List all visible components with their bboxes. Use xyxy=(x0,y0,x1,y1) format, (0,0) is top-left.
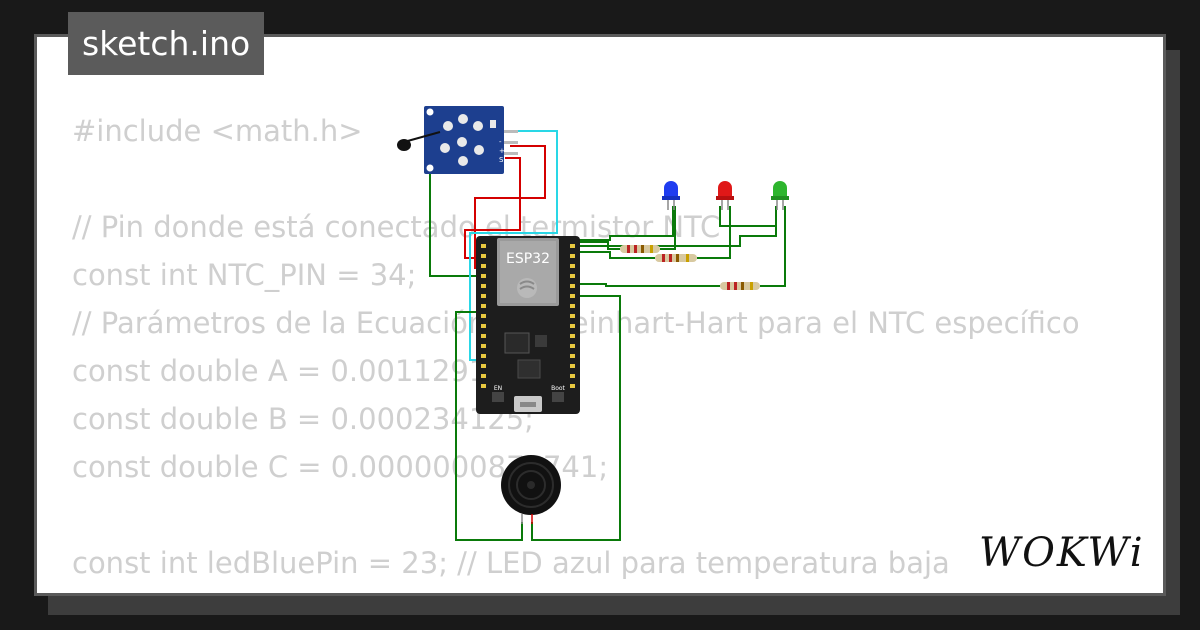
resistor xyxy=(720,282,760,290)
wires xyxy=(429,130,786,541)
wokwi-logo-text: WOKWi xyxy=(979,530,1145,576)
esp32-board: ESP32 EN Boot xyxy=(476,236,580,414)
buzzer xyxy=(501,455,561,524)
sensor-pin-label: - xyxy=(499,138,502,146)
code-line: const int ledBluePin = 23; // LED azul p… xyxy=(72,546,950,580)
wire xyxy=(469,130,558,361)
resistor xyxy=(620,245,660,253)
board-button-label: Boot xyxy=(551,385,565,392)
code-line: const double C = 0.0000000876741; xyxy=(72,450,609,484)
wire xyxy=(697,206,731,259)
wire xyxy=(576,283,720,287)
file-title: sketch.ino xyxy=(68,12,265,75)
wire xyxy=(455,311,523,541)
wokwi-logo: WOKWi xyxy=(979,530,1145,576)
wire xyxy=(576,251,655,259)
code-line: #include <math.h> xyxy=(72,114,363,148)
sensor-pin-label: S xyxy=(499,156,504,164)
code-line: const double B = 0.000234125; xyxy=(72,402,534,436)
code-preview: #include <math.h> // Pin donde está conec… xyxy=(72,107,1080,593)
board-label: ESP32 xyxy=(506,251,550,267)
wire xyxy=(531,295,621,541)
wire xyxy=(429,140,486,277)
led-green xyxy=(771,181,789,210)
sensor-pin-label: + xyxy=(499,147,505,155)
wire xyxy=(760,206,786,287)
board-pins xyxy=(481,244,575,388)
code-line: const int NTC_PIN = 34; xyxy=(72,258,417,292)
wire xyxy=(719,206,776,227)
ntc-sensor-module: - + S xyxy=(397,106,518,174)
code-card: #include <math.h> // Pin donde está conec… xyxy=(34,34,1166,596)
resistor xyxy=(655,254,697,262)
led-blue xyxy=(662,181,680,210)
led-red xyxy=(716,181,734,210)
board-button-label: EN xyxy=(494,385,502,392)
wire xyxy=(576,206,674,241)
wire xyxy=(660,206,676,250)
wire xyxy=(464,157,521,259)
code-line: // Pin donde está conectado el termistor… xyxy=(72,210,721,244)
